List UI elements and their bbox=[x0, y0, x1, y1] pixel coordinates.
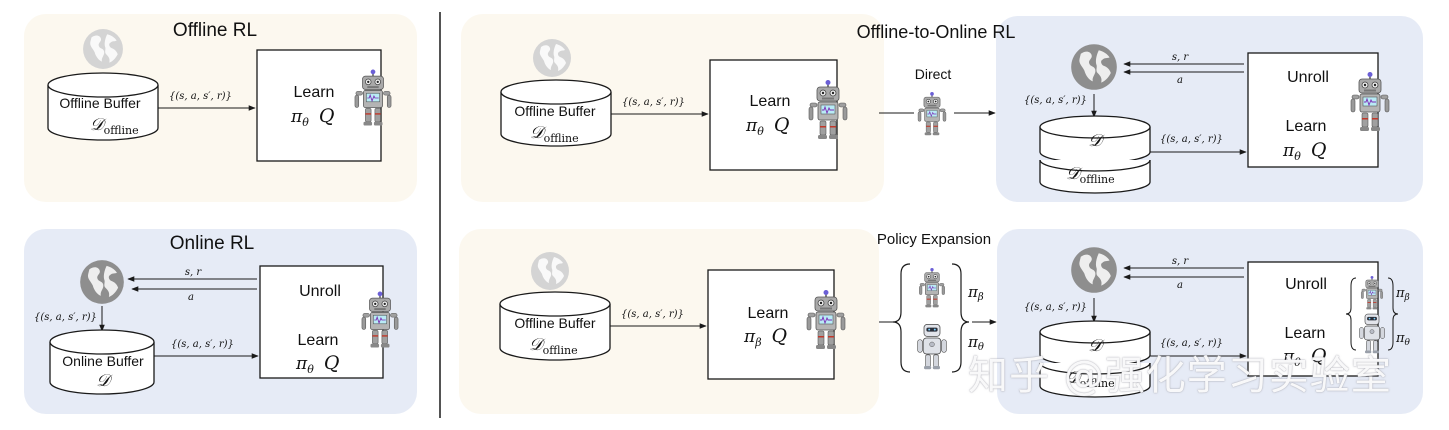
learn-label: Learn bbox=[1286, 118, 1327, 135]
offline-buffer-label: Offline Buffer bbox=[59, 95, 141, 111]
learn-label: Learn bbox=[294, 84, 335, 101]
globe-icon bbox=[1071, 247, 1117, 293]
learner-box bbox=[709, 59, 838, 171]
globe-icon bbox=[80, 260, 124, 304]
o2o-title: Offline-to-Online RL bbox=[857, 22, 1016, 42]
state-reward-label: s, r bbox=[185, 267, 202, 278]
online-buffer-label: Online Buffer bbox=[62, 353, 144, 369]
right-brace bbox=[951, 263, 970, 373]
learner-box bbox=[256, 49, 382, 162]
offline-buffer bbox=[499, 291, 611, 361]
unroll-label: Unroll bbox=[299, 283, 341, 300]
globe-icon bbox=[533, 39, 571, 77]
offline-transition-label: {(s, a, s′, r)} bbox=[622, 97, 685, 108]
learn-label: Learn bbox=[1285, 325, 1326, 342]
online-buffer-symbol: 𝒟 bbox=[96, 371, 113, 391]
unroll-label: Unroll bbox=[1287, 69, 1329, 86]
robot-icon bbox=[917, 92, 947, 136]
offline-buffer-label: Offline Buffer bbox=[514, 315, 596, 331]
offline-buffer bbox=[47, 72, 159, 141]
action-label: a bbox=[1177, 75, 1183, 86]
collected-transition-label: {(s, a, s′, r)} bbox=[34, 312, 97, 323]
robot-icon bbox=[917, 323, 947, 370]
online-transition-label: {(s, a, s′, r)} bbox=[1160, 338, 1223, 349]
online-transition-label: {(s, a, s′, r)} bbox=[171, 339, 234, 350]
learner-box bbox=[707, 269, 835, 380]
offline-buffer-symbol: 𝒟offline bbox=[1066, 164, 1115, 186]
offline-buffer bbox=[1039, 362, 1151, 398]
globe-icon bbox=[531, 252, 569, 290]
pi-theta-label: πθ bbox=[1395, 331, 1411, 348]
learn-label: Learn bbox=[298, 332, 339, 349]
online-buffer-symbol: 𝒟 bbox=[1088, 336, 1105, 356]
policy-expansion-title: Policy Expansion bbox=[877, 231, 991, 248]
offline-rl-title: Offline RL bbox=[173, 20, 257, 41]
direct-label: Direct bbox=[915, 66, 952, 82]
pi-beta-label: πβ bbox=[1395, 286, 1410, 303]
pi-theta-label: πθ bbox=[967, 333, 984, 353]
offline-buffer bbox=[500, 79, 612, 147]
offline-buffer-symbol: 𝒟offline bbox=[90, 115, 139, 137]
online-buffer bbox=[1039, 320, 1151, 367]
learn-label: Learn bbox=[748, 305, 789, 322]
online-transition-label: {(s, a, s′, r)} bbox=[1160, 134, 1223, 145]
action-label: a bbox=[188, 292, 194, 303]
globe-icon bbox=[1071, 44, 1117, 90]
offline-transition-label: {(s, a, s′, r)} bbox=[621, 309, 684, 320]
collected-transition-label: {(s, a, s′, r)} bbox=[1024, 302, 1087, 313]
offline-buffer-label: Offline Buffer bbox=[514, 103, 596, 119]
pi-beta-label: πβ bbox=[967, 283, 984, 303]
learn-label: Learn bbox=[750, 93, 791, 110]
offline-buffer-symbol: 𝒟offline bbox=[530, 123, 579, 145]
offline-buffer-symbol: 𝒟offline bbox=[1066, 368, 1115, 390]
robot-icon bbox=[918, 268, 946, 308]
state-reward-label: s, r bbox=[1172, 256, 1189, 267]
offline-buffer bbox=[1039, 159, 1151, 194]
unroll-label: Unroll bbox=[1285, 276, 1327, 293]
watermark: 知乎 @强化学习实验室 bbox=[968, 353, 1392, 399]
left-brace bbox=[892, 263, 911, 373]
online-buffer-symbol: 𝒟 bbox=[1088, 131, 1105, 151]
collected-transition-label: {(s, a, s′, r)} bbox=[1024, 95, 1087, 106]
offline-buffer-symbol: 𝒟offline bbox=[529, 335, 578, 357]
action-label: a bbox=[1177, 280, 1183, 291]
state-reward-label: s, r bbox=[1172, 52, 1189, 63]
online-rl-title: Online RL bbox=[170, 233, 255, 254]
online-buffer bbox=[49, 329, 155, 395]
left-brace bbox=[1345, 277, 1357, 351]
right-brace bbox=[1387, 277, 1399, 351]
offline-transition-label: {(s, a, s′, r)} bbox=[169, 91, 232, 102]
globe-icon bbox=[83, 29, 123, 69]
